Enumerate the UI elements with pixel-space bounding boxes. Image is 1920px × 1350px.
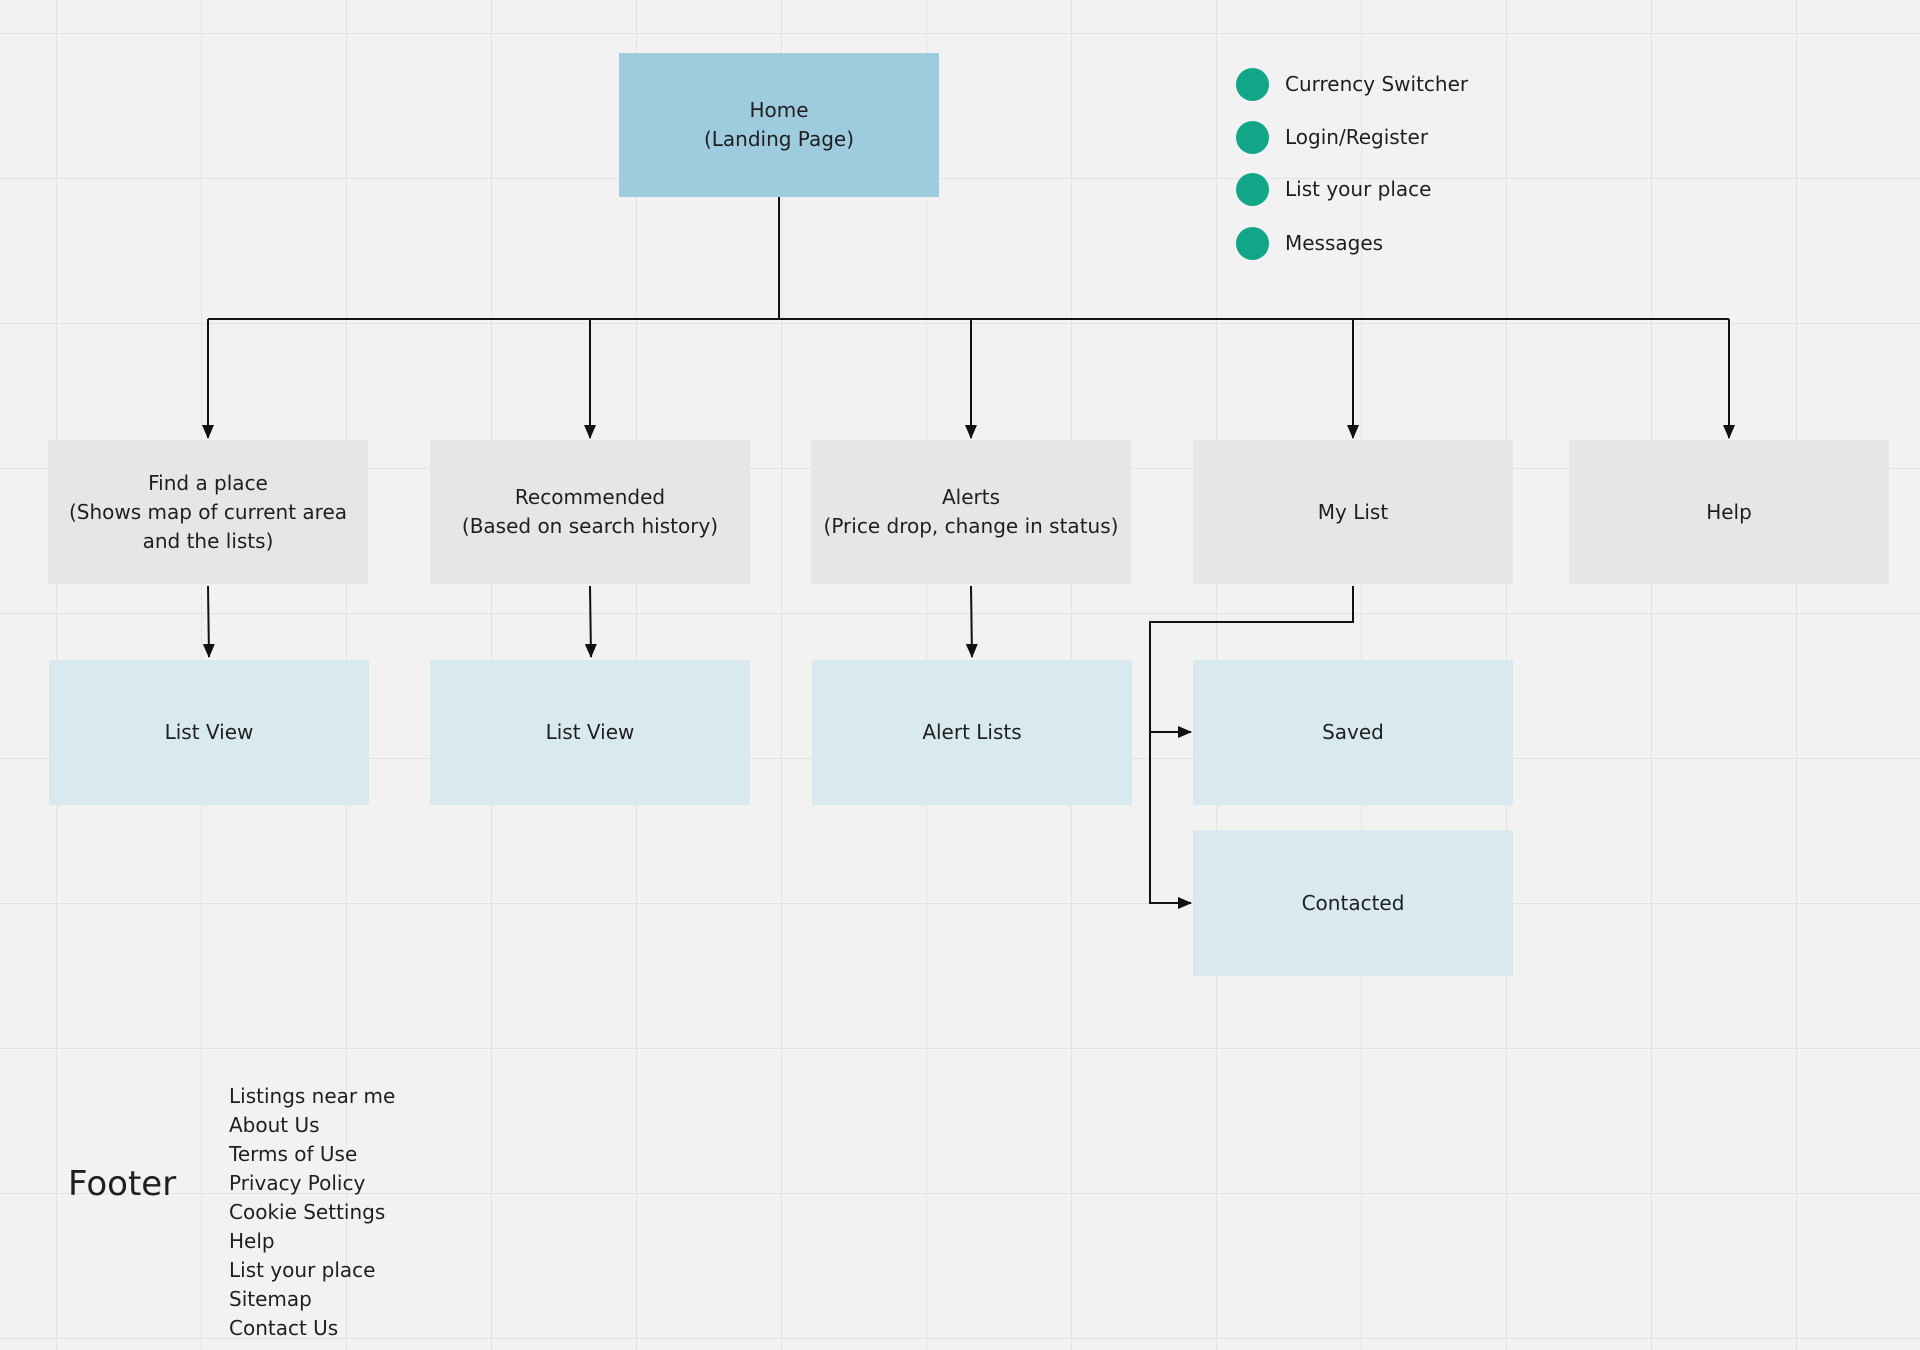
connector-alerts-to-alert-lists: [965, 585, 978, 658]
node-recommended-list-view-label: List View: [545, 720, 635, 744]
node-find-list-view-label: List View: [164, 720, 254, 744]
node-find-place: Find a place (Shows map of current area …: [48, 440, 368, 584]
node-recommended-list-view: List View: [430, 660, 750, 805]
connector-my-list-to-contacted: [1149, 732, 1192, 909]
footer-link-sitemap: Sitemap: [229, 1287, 312, 1311]
legend-item-currency-switcher: Currency Switcher: [1236, 67, 1468, 101]
legend-dot: [1236, 120, 1269, 154]
legend-dot: [1236, 226, 1269, 260]
legend-item-list-your-place: List your place: [1236, 172, 1431, 206]
node-recommended-label: Recommended (Based on search history): [461, 485, 719, 538]
node-alert-lists-label: Alert Lists: [922, 720, 1022, 744]
footer-link-cookie-settings: Cookie Settings: [229, 1200, 386, 1224]
node-help-label: Help: [1706, 499, 1752, 524]
footer-heading: Footer: [68, 1164, 177, 1204]
legend-label: Login/Register: [1285, 125, 1429, 149]
legend-label: List your place: [1285, 177, 1432, 201]
node-my-list: My List: [1193, 440, 1513, 584]
node-find-list-view: List View: [49, 660, 369, 805]
legend-item-messages: Messages: [1236, 226, 1383, 260]
node-help: Help: [1569, 440, 1889, 584]
node-home: Home (Landing Page): [619, 53, 939, 197]
node-my-list-label: My List: [1317, 499, 1389, 524]
node-recommended: Recommended (Based on search history): [430, 440, 750, 584]
footer-link-privacy-policy: Privacy Policy: [229, 1171, 366, 1195]
node-alerts-label: Alerts (Price drop, change in status): [823, 485, 1119, 538]
node-alerts: Alerts (Price drop, change in status): [811, 440, 1131, 584]
legend-label: Currency Switcher: [1285, 72, 1469, 96]
footer-link-contact-us: Contact Us: [229, 1316, 339, 1340]
node-find-place-label: Find a place (Shows map of current area …: [68, 470, 348, 553]
footer-links: Listings near me About Us Terms of Use P…: [229, 1082, 395, 1343]
node-alert-lists: Alert Lists: [812, 660, 1132, 805]
legend-dot: [1236, 67, 1269, 101]
footer-link-list-your-place: List your place: [229, 1258, 376, 1282]
footer-link-terms-of-use: Terms of Use: [229, 1142, 358, 1166]
node-home-label: Home (Landing Page): [703, 98, 855, 151]
legend-item-login-register: Login/Register: [1236, 120, 1428, 154]
footer-link-listings-near-me: Listings near me: [229, 1084, 396, 1108]
connector-my-list-to-saved: [1149, 586, 1354, 738]
node-contacted-label: Contacted: [1301, 890, 1405, 915]
node-contacted: Contacted: [1193, 830, 1513, 976]
footer-link-help: Help: [229, 1229, 275, 1253]
legend-label: Messages: [1285, 231, 1384, 255]
legend-dot: [1236, 172, 1269, 206]
connector-recommended-to-list-view: [584, 585, 597, 658]
node-saved-label: Saved: [1322, 720, 1384, 744]
footer-link-about-us: About Us: [229, 1113, 320, 1137]
connector-find-to-list-view: [202, 585, 215, 658]
node-saved: Saved: [1193, 660, 1513, 805]
